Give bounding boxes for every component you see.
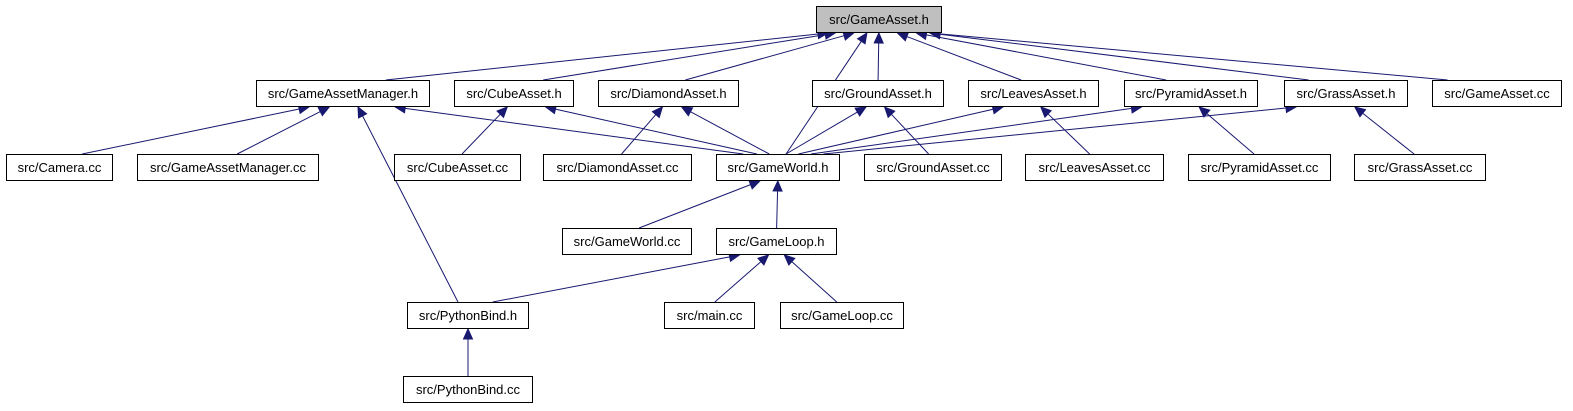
edge-gameloop_cc-to-gameloop_h <box>791 261 838 303</box>
node-gameassetmanager-h[interactable]: src/GameAssetManager.h <box>256 80 430 107</box>
node-gameloop-cc[interactable]: src/GameLoop.cc <box>780 302 904 329</box>
node-pyramidasset-cc[interactable]: src/PyramidAsset.cc <box>1188 154 1331 181</box>
edge-groundasset_h-to-gameasset_h <box>877 42 880 81</box>
node-grassasset-h[interactable]: src/GrassAsset.h <box>1284 80 1408 107</box>
edge-leavesasset_cc-to-leavesasset_h <box>1047 113 1090 155</box>
edge-camera_cc-to-gameassetmanager_h <box>82 108 300 155</box>
node-gameasset-h: src/GameAsset.h <box>816 6 942 33</box>
node-diamondasset-h[interactable]: src/DiamondAsset.h <box>598 80 739 107</box>
arrowhead-gameloop_h-to-gameworld_h <box>772 179 783 192</box>
edge-gameassetmanager_h-to-gameasset_h <box>385 33 819 81</box>
edge-pythonbind_h-to-gameloop_h <box>492 256 730 303</box>
edge-gameworld_h-to-cubeasset_h <box>555 108 757 155</box>
node-gameworld-cc[interactable]: src/GameWorld.cc <box>562 228 692 255</box>
node-pythonbind-h[interactable]: src/PythonBind.h <box>407 302 529 329</box>
edge-leavesasset_h-to-gameasset_h <box>906 36 1022 81</box>
node-main-cc[interactable]: src/main.cc <box>664 302 755 329</box>
edge-gameworld_h-to-diamondasset_h <box>690 111 770 155</box>
node-groundasset-h[interactable]: src/GroundAsset.h <box>812 80 944 107</box>
edge-gameworld_h-to-pyramidasset_h <box>810 107 1132 155</box>
node-pythonbind-cc[interactable]: src/PythonBind.cc <box>403 376 533 403</box>
arrowhead-diamondasset_cc-to-diamondasset_h <box>651 106 664 119</box>
edge-gameworld_h-to-gameassetmanager_h <box>405 107 744 155</box>
edge-gameloop_h-to-gameworld_h <box>776 190 779 229</box>
edge-pyramidasset_cc-to-pyramidasset_h <box>1206 113 1255 155</box>
node-gameloop-h[interactable]: src/GameLoop.h <box>716 228 837 255</box>
node-camera-cc[interactable]: src/Camera.cc <box>6 154 113 181</box>
node-groundasset-cc[interactable]: src/GroundAsset.cc <box>864 154 1002 181</box>
edge-cubeasset_cc-to-cubeasset_h <box>461 113 501 155</box>
node-pyramidasset-h[interactable]: src/PyramidAsset.h <box>1124 80 1258 107</box>
arrowhead-gameworld_h-to-gameasset_h <box>856 31 868 45</box>
arrowhead-pythonbind_h-to-gameassetmanager_h <box>357 105 368 119</box>
edge-grassasset_cc-to-grassasset_h <box>1362 112 1415 155</box>
edge-diamondasset_h-to-gameasset_h <box>685 35 845 81</box>
arrowhead-leavesasset_cc-to-leavesasset_h <box>1039 106 1053 119</box>
arrowhead-grassasset_cc-to-grassasset_h <box>1353 106 1367 118</box>
arrowhead-groundasset_h-to-gameasset_h <box>873 31 884 44</box>
arrowhead-leavesasset_h-to-gameasset_h <box>896 31 910 42</box>
node-gameworld-h[interactable]: src/GameWorld.h <box>716 154 840 181</box>
node-cubeasset-cc[interactable]: src/CubeAsset.cc <box>394 154 521 181</box>
edge-gameworld_h-to-grassasset_h <box>823 107 1287 155</box>
arrowhead-gameworld_h-to-diamondasset_h <box>680 106 694 117</box>
edge-gameassetmanager_cc-to-gameassetmanager_h <box>236 111 321 155</box>
edge-diamondasset_cc-to-diamondasset_h <box>621 114 657 155</box>
arrowhead-groundasset_cc-to-groundasset_h <box>883 106 896 119</box>
node-leavesasset-cc[interactable]: src/LeavesAsset.cc <box>1025 154 1164 181</box>
edge-cubeasset_h-to-gameasset_h <box>543 34 826 81</box>
node-gameasset-cc[interactable]: src/GameAsset.cc <box>1432 80 1562 107</box>
node-grassasset-cc[interactable]: src/GrassAsset.cc <box>1354 154 1486 181</box>
node-gameassetmanager-cc[interactable]: src/GameAssetManager.cc <box>137 154 319 181</box>
arrowhead-gameloop_cc-to-gameloop_h <box>783 254 796 266</box>
arrowhead-gameassetmanager_cc-to-gameassetmanager_h <box>317 106 331 117</box>
edge-gameworld_cc-to-gameworld_h <box>638 184 751 229</box>
node-cubeasset-h[interactable]: src/CubeAsset.h <box>454 80 574 107</box>
edge-groundasset_cc-to-groundasset_h <box>891 113 929 155</box>
arrowhead-pyramidasset_cc-to-pyramidasset_h <box>1198 106 1211 118</box>
edge-gameasset_cc-to-gameasset_h <box>939 33 1448 81</box>
node-diamondasset-cc[interactable]: src/DiamondAsset.cc <box>543 154 692 181</box>
edge-main_cc-to-gameloop_h <box>714 261 762 303</box>
edge-pyramidasset_h-to-gameasset_h <box>926 34 1167 81</box>
arrowhead-main_cc-to-gameloop_h <box>757 254 770 266</box>
node-leavesasset-h[interactable]: src/LeavesAsset.h <box>968 80 1099 107</box>
arrowhead-pythonbind_cc-to-pythonbind_h <box>462 327 474 340</box>
arrowhead-cubeasset_cc-to-cubeasset_h <box>496 106 509 119</box>
edge-gameworld_h-to-groundasset_h <box>785 111 858 155</box>
edge-pythonbind_h-to-gameassetmanager_h <box>362 115 459 303</box>
arrowhead-gameworld_h-to-groundasset_h <box>854 106 868 117</box>
arrowhead-gameworld_cc-to-gameworld_h <box>748 179 762 190</box>
edge-gameworld_h-to-leavesasset_h <box>798 108 994 155</box>
edge-grassasset_h-to-gameasset_h <box>939 33 1309 81</box>
